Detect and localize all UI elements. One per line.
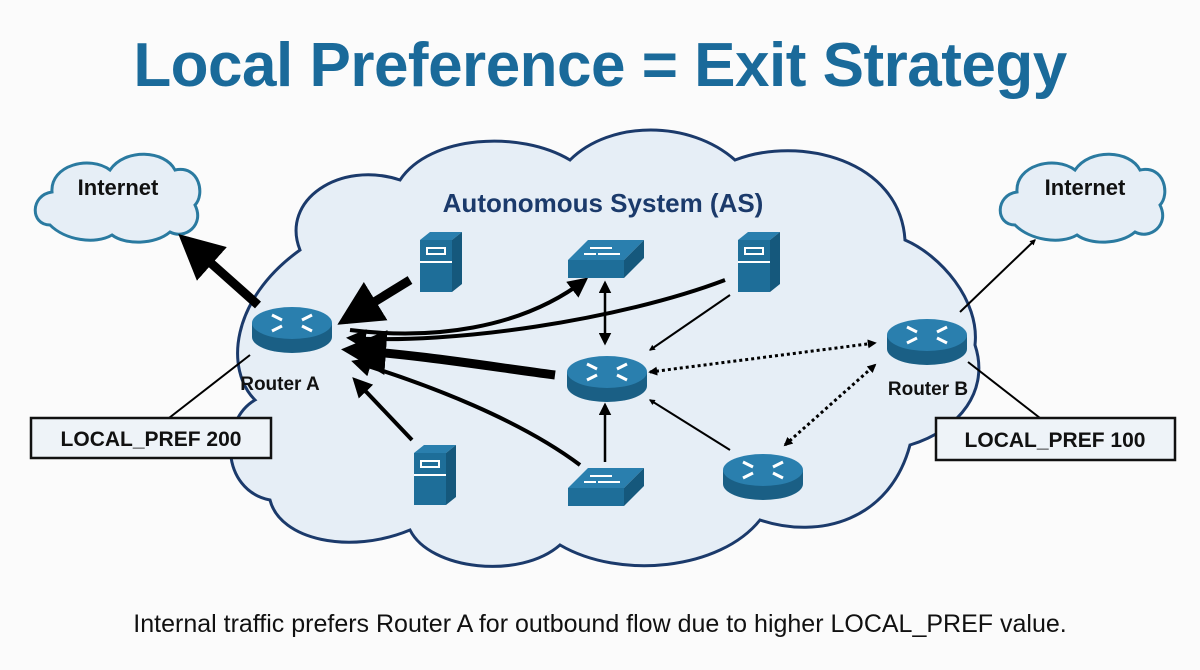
pref-b-label: LOCAL_PREF 100 xyxy=(965,429,1146,452)
core-to-router-b xyxy=(648,339,877,376)
router-a-icon[interactable] xyxy=(250,305,334,355)
pref-b-box xyxy=(934,416,1177,462)
router-a-label: Router A xyxy=(240,374,320,395)
server3-to-a xyxy=(352,377,414,442)
router-a-to-internet xyxy=(178,234,261,309)
internet-cloud-left xyxy=(33,152,202,244)
pref-a-label: LOCAL_PREF 200 xyxy=(61,428,242,451)
curve-switch2-to-a xyxy=(351,357,582,467)
server-icon-3[interactable] xyxy=(413,444,457,506)
edge-router-icon[interactable] xyxy=(721,452,805,502)
server-to-router-a xyxy=(337,276,413,325)
router-b-icon[interactable] xyxy=(885,317,969,367)
pref-a-box xyxy=(29,416,273,460)
caption: Internal traffic prefers Router A for ou… xyxy=(133,610,1067,638)
connections xyxy=(159,234,1041,467)
router-b-label: Router B xyxy=(888,379,968,400)
internet-left-label: Internet xyxy=(78,175,159,200)
router3-to-router-b xyxy=(783,363,877,447)
internet-cloud-right xyxy=(998,152,1167,244)
curve-a-to-switch xyxy=(349,277,589,336)
internet-right-label: Internet xyxy=(1045,175,1126,200)
core-router-icon[interactable] xyxy=(565,354,649,404)
as-label: Autonomous System (AS) xyxy=(443,188,764,218)
page-title: Local Preference = Exit Strategy xyxy=(133,31,1067,100)
router-b-to-internet xyxy=(959,239,1036,313)
router-b-pref-leader xyxy=(967,361,1041,419)
core-to-router-a xyxy=(341,330,556,380)
server2-to-a xyxy=(346,278,726,350)
server-icon-2[interactable] xyxy=(737,231,781,293)
server-icon-1[interactable] xyxy=(419,231,463,293)
router-a-pref-leader xyxy=(159,354,251,426)
router3-to-core xyxy=(648,399,731,451)
